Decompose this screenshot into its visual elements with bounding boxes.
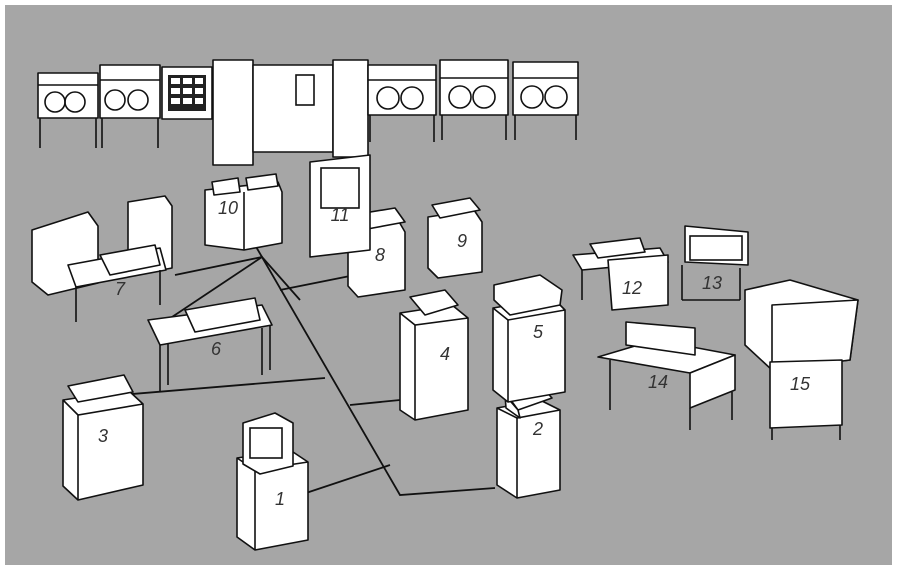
unit-5-cabinet <box>493 275 565 402</box>
label-unit-3: 3 <box>98 426 108 446</box>
label-unit-15: 15 <box>790 374 811 394</box>
label-unit-10: 10 <box>218 198 238 218</box>
label-unit-12: 12 <box>622 278 642 298</box>
unit-9-printer <box>428 198 482 278</box>
label-unit-13: 13 <box>702 273 722 293</box>
unit-10-cabinet <box>205 174 282 250</box>
label-unit-4: 4 <box>440 344 450 364</box>
label-unit-6: 6 <box>211 339 222 359</box>
label-unit-8: 8 <box>375 245 385 265</box>
label-unit-11: 11 <box>331 205 350 225</box>
label-unit-1: 1 <box>275 489 285 509</box>
label-unit-7: 7 <box>115 279 126 299</box>
label-unit-9: 9 <box>457 231 467 251</box>
label-unit-5: 5 <box>533 322 544 342</box>
label-unit-2: 2 <box>532 419 543 439</box>
label-unit-14: 14 <box>648 372 668 392</box>
